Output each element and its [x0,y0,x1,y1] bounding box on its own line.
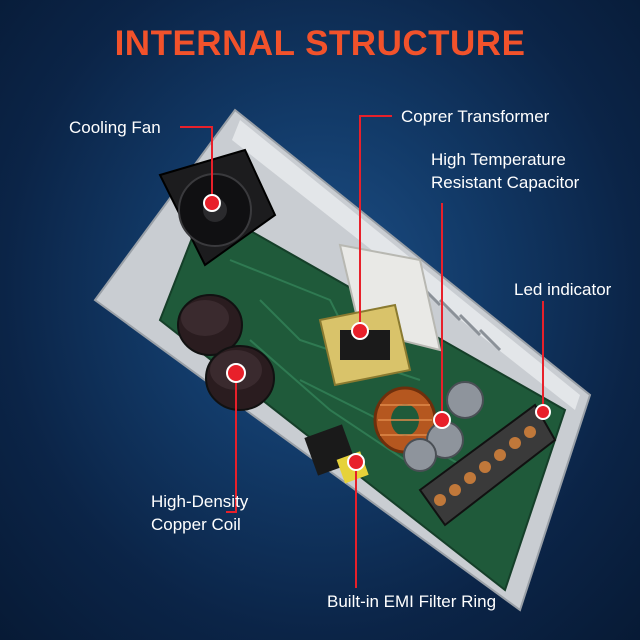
led-indicator-label: Led indicator [514,280,612,299]
transformer-label: Coprer Transformer [401,107,550,126]
coil-label-line1: High-Density [151,492,249,511]
callout-lines [180,115,544,588]
copper-coil [373,386,437,454]
cooling-fan-marker [203,194,221,212]
terminal-block [418,403,557,527]
cooling-fan-label: Cooling Fan [69,118,161,137]
callout-dots [203,194,551,471]
capacitor-label-line2: Resistant Capacitor [431,173,580,192]
capacitor-marker [433,411,451,429]
led-marker [535,404,551,420]
page-title: INTERNAL STRUCTURE [114,24,526,63]
small-capacitors [403,381,484,472]
emi-filter-label: Built-in EMI Filter Ring [327,592,497,611]
transformer [318,303,412,387]
coil-label-line2: Copper Coil [151,515,241,534]
capacitor-label-line1: High Temperature [431,150,566,169]
transformer-marker [351,322,369,340]
coil-marker [226,363,246,383]
emi-marker [347,453,365,471]
